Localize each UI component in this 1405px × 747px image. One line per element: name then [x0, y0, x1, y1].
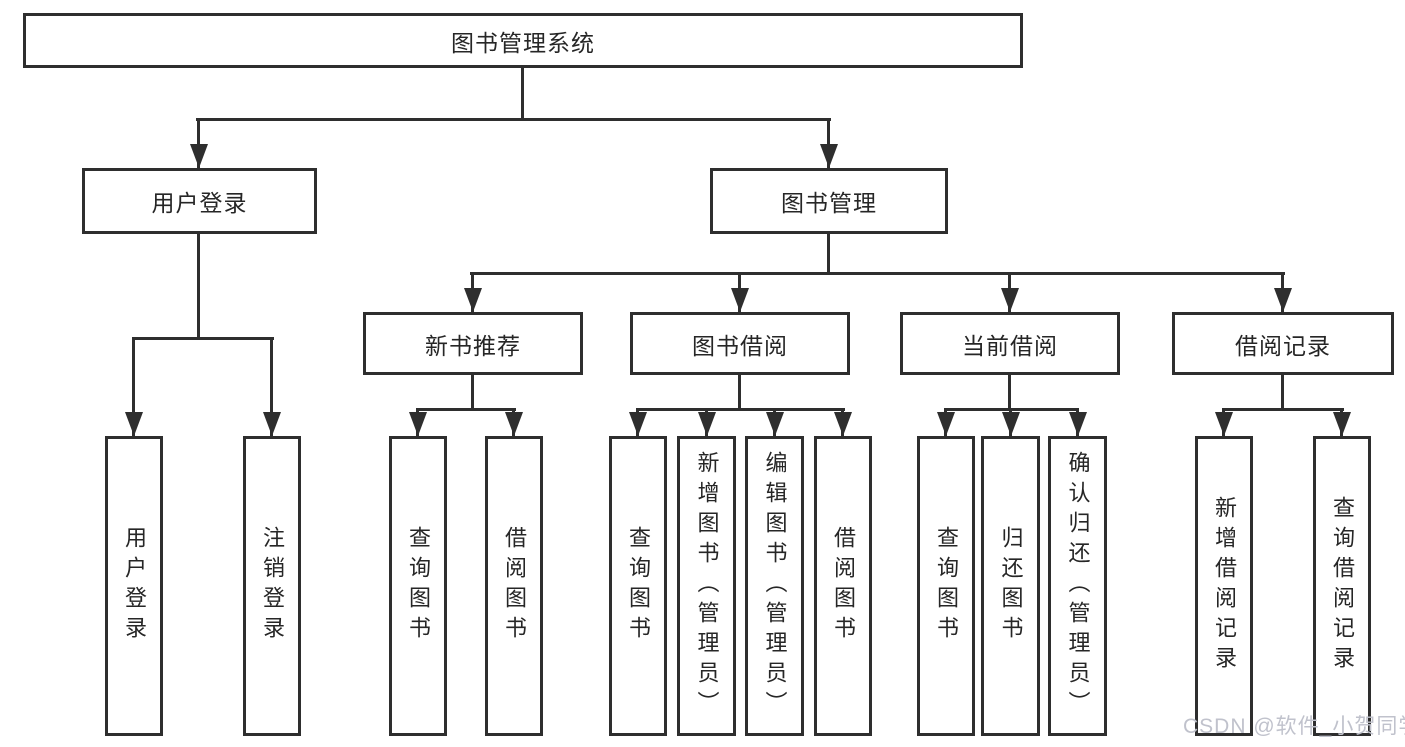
node-library-system: 图书管理系统 [23, 13, 1023, 68]
node-borrowing-records: 借阅记录 [1172, 312, 1394, 375]
leaf-label: 查询借阅记录 [1330, 496, 1355, 676]
leaf-query-books-current: 查询图书 [917, 436, 975, 736]
node-label: 用户登录 [151, 190, 248, 216]
arrow-to-new-book-recommend [471, 272, 474, 312]
arrow-to-leaf-confirm-return [1076, 408, 1079, 436]
arrow-to-leaf-query-borrow-record [1340, 408, 1343, 436]
leaf-label: 查询图书 [934, 526, 959, 646]
leaf-label: 确认归还（管理员） [1065, 451, 1091, 721]
connector-new-book-recommend-hline [416, 408, 516, 411]
arrow-to-leaf-query-books-current [944, 408, 947, 436]
arrow-to-leaf-query-books-borrow [636, 408, 639, 436]
node-current-borrowing: 当前借阅 [900, 312, 1120, 375]
watermark: CSDN @软件_小贺同学 [1183, 715, 1405, 738]
leaf-add-borrow-record: 新增借阅记录 [1195, 436, 1253, 736]
leaf-borrow-books: 借阅图书 [814, 436, 872, 736]
leaf-user-login: 用户登录 [105, 436, 163, 736]
leaf-return-books: 归还图书 [981, 436, 1040, 736]
node-user-login: 用户登录 [82, 168, 317, 234]
connector-borrowing-records-stem [1281, 375, 1284, 411]
arrow-to-leaf-borrow-books-recommend [512, 408, 515, 436]
node-label: 图书借阅 [692, 332, 788, 359]
leaf-label: 查询图书 [406, 526, 431, 646]
connector-root-stem [521, 68, 524, 121]
arrow-to-leaf-add-books [705, 408, 708, 436]
node-label: 当前借阅 [962, 332, 1058, 359]
leaf-borrow-books-recommend: 借阅图书 [485, 436, 543, 736]
leaf-label: 编辑图书（管理员） [762, 451, 788, 721]
leaf-label: 用户登录 [122, 526, 147, 646]
leaf-confirm-return-admin: 确认归还（管理员） [1048, 436, 1107, 736]
leaf-label: 借阅图书 [502, 526, 527, 646]
connector-book-borrowing-stem [738, 375, 741, 411]
arrow-to-borrowing-records [1281, 272, 1284, 312]
arrow-to-book-management [827, 118, 830, 168]
connector-level2-hline [196, 118, 831, 121]
arrow-to-leaf-add-borrow-record [1222, 408, 1225, 436]
leaf-label: 新增借阅记录 [1212, 496, 1237, 676]
arrow-to-leaf-edit-books [773, 408, 776, 436]
arrow-to-book-borrowing [738, 272, 741, 312]
node-book-management: 图书管理 [710, 168, 948, 234]
arrow-to-current-borrowing [1008, 272, 1011, 312]
arrow-to-leaf-user-login [132, 337, 135, 436]
connector-book-management-stem [827, 234, 830, 275]
leaf-label: 查询图书 [626, 526, 651, 646]
connector-borrowing-records-hline [1222, 408, 1344, 411]
connector-user-login-hline [132, 337, 274, 340]
node-label: 新书推荐 [425, 332, 521, 359]
leaf-query-books-recommend: 查询图书 [389, 436, 447, 736]
leaf-label: 归还图书 [998, 526, 1024, 646]
leaf-label: 借阅图书 [831, 526, 856, 646]
connector-level3-hline [470, 272, 1285, 275]
node-book-borrowing: 图书借阅 [630, 312, 850, 375]
arrow-to-leaf-logout [270, 337, 273, 436]
arrow-to-user-login [197, 118, 200, 168]
leaf-label: 注销登录 [260, 526, 285, 646]
connector-user-login-stem [197, 234, 200, 340]
node-label: 图书管理系统 [451, 29, 595, 56]
arrow-to-leaf-return-books [1009, 408, 1012, 436]
leaf-logout: 注销登录 [243, 436, 301, 736]
connector-new-book-recommend-stem [471, 375, 474, 411]
connector-current-borrowing-stem [1008, 375, 1011, 411]
connector-book-borrowing-hline [636, 408, 845, 411]
leaf-query-books-borrow: 查询图书 [609, 436, 667, 736]
leaf-label: 新增图书（管理员） [694, 451, 720, 721]
node-label: 借阅记录 [1235, 332, 1331, 359]
leaf-query-borrow-record: 查询借阅记录 [1313, 436, 1371, 736]
arrow-to-leaf-borrow-books [841, 408, 844, 436]
node-label: 图书管理 [781, 190, 877, 216]
leaf-edit-books-admin: 编辑图书（管理员） [745, 436, 804, 736]
leaf-add-books-admin: 新增图书（管理员） [677, 436, 736, 736]
node-new-book-recommend: 新书推荐 [363, 312, 583, 375]
arrow-to-leaf-query-books-recommend [416, 408, 419, 436]
